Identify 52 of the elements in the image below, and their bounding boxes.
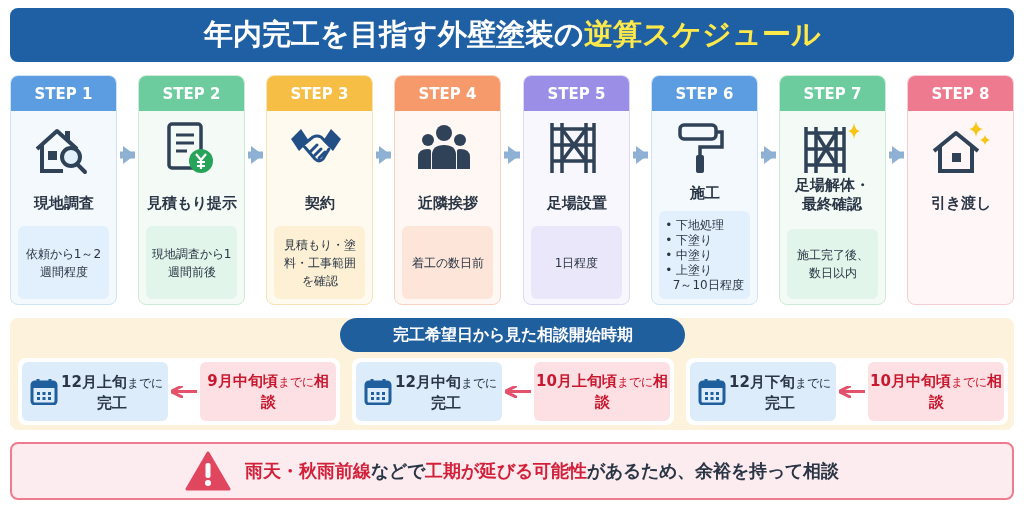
consult-box: 9月中旬頃までに相談 <box>200 362 336 421</box>
bullet-item: • 下塗り <box>665 232 714 248</box>
bullet-item: • 中塗り <box>665 247 714 263</box>
note-box: 現地調査から1週間前後 <box>146 226 237 299</box>
step-title: 見積もり提示 <box>145 194 238 213</box>
step-card <box>138 75 245 305</box>
step-label: STEP 5 <box>524 76 629 111</box>
warning-text: 雨天・秋雨前線などで工期が延びる可能性があるため、余裕を持って相談 <box>245 459 839 483</box>
note-box: 1日程度 <box>531 226 622 299</box>
section-heading: 完工希望日から見た相談開始時期 <box>340 318 685 352</box>
deadline-box <box>356 362 502 421</box>
step-title: 足場設置 <box>545 194 608 213</box>
step-title: 足場解体・最終確認 <box>793 176 871 214</box>
deadline-text: 12月下旬までに完工 <box>728 372 832 414</box>
step-label: STEP 7 <box>780 76 885 111</box>
step-card <box>394 75 501 305</box>
step-card <box>523 75 630 305</box>
step-card <box>651 75 758 305</box>
step-card <box>266 75 373 305</box>
consult-box: 10月上旬頃までに相談 <box>534 362 670 421</box>
step-title: 近隣挨拶 <box>416 194 479 213</box>
info-panel <box>10 318 1014 430</box>
bullet-item: • 下地処理 <box>665 217 726 233</box>
arrow <box>837 384 865 399</box>
step-label: STEP 2 <box>139 76 244 111</box>
deadline-box <box>690 362 836 421</box>
step-label: STEP 6 <box>652 76 757 111</box>
consult-box: 10月中旬頃までに相談 <box>868 362 1004 421</box>
step-card <box>907 75 1014 305</box>
deadline-text: 12月中旬までに完工 <box>394 372 498 414</box>
note-box: 依頼から1～2週間程度 <box>18 226 109 299</box>
step-label: STEP 4 <box>395 76 500 111</box>
arrow <box>503 384 531 399</box>
bullet-item: • 上塗り <box>665 262 714 278</box>
step-card <box>779 75 886 305</box>
note-box: 見積もり・塗料・工事範囲を確認 <box>274 226 365 299</box>
step-label: STEP 8 <box>908 76 1013 111</box>
warning-box <box>10 442 1014 500</box>
deadline-box <box>22 362 168 421</box>
deadline-text: 12月上旬までに完工 <box>60 372 164 414</box>
step-title: 契約 <box>303 194 336 213</box>
step-card <box>10 75 117 305</box>
step-title: 引き渡し <box>929 194 992 213</box>
note-box: 着工の数日前 <box>402 226 493 299</box>
arrow <box>169 384 197 399</box>
step-label: STEP 1 <box>11 76 116 111</box>
title-banner: 年内完工を目指す外壁塗装の逆算スケジュール <box>10 8 1014 62</box>
duration-text: 7～10日程度 <box>671 277 744 293</box>
step-title: 施工 <box>688 184 721 203</box>
step-label: STEP 3 <box>267 76 372 111</box>
note-box: 施工完了後、数日以内 <box>787 229 878 299</box>
step-title: 現地調査 <box>32 194 95 213</box>
